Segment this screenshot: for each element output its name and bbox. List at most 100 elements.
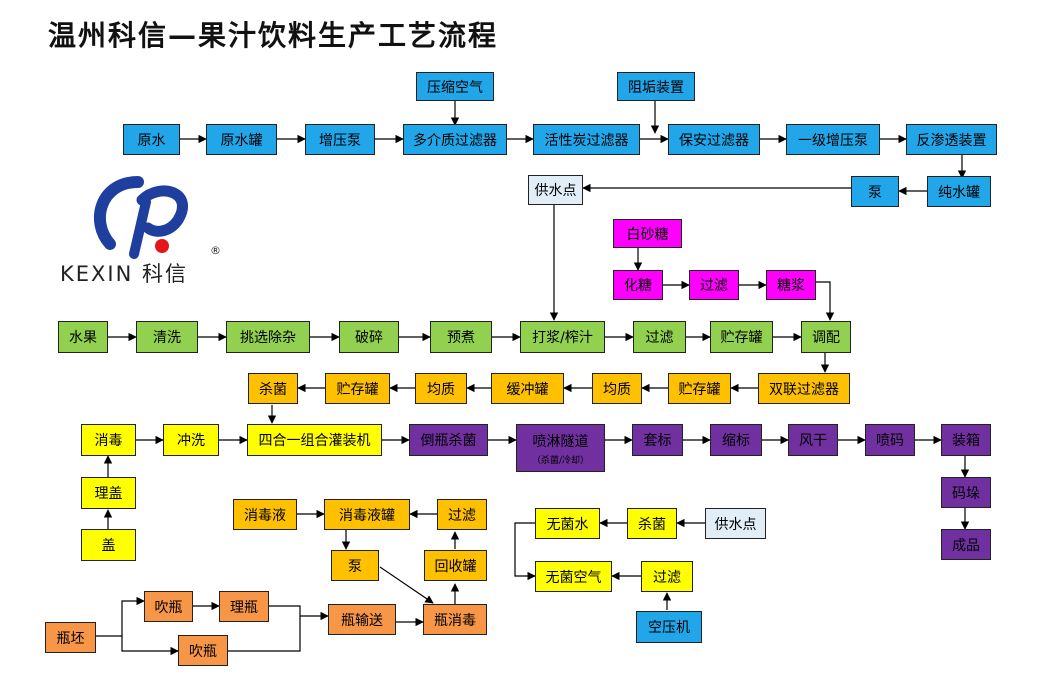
node-label: 瓶输送 — [341, 612, 383, 629]
node-shuiguo: 水果 — [58, 321, 108, 353]
node-label: 保安过滤器 — [679, 132, 749, 149]
node-xiaoduyeguan: 消毒液罐 — [324, 499, 410, 530]
node-label: 压缩空气 — [427, 79, 483, 96]
node-posui: 破碎 — [339, 321, 399, 353]
node-fanshentou: 反渗透装置 — [906, 124, 997, 155]
node-huanchong: 缓冲罐 — [491, 373, 564, 404]
node-label: 供水点 — [534, 183, 577, 199]
node-label: 喷码 — [876, 433, 904, 449]
node-shuanglian: 双联过滤器 — [758, 373, 850, 404]
node-chunshuiguan: 纯水罐 — [927, 176, 991, 207]
node-label: 无菌空气 — [545, 569, 602, 586]
node-fenggan: 风干 — [788, 424, 838, 456]
node-label: 风干 — [799, 433, 827, 449]
node-label: 糖浆 — [777, 278, 805, 294]
node-zhucun2: 贮存罐 — [668, 373, 731, 404]
node-label: 贮存罐 — [720, 330, 763, 346]
node-tiaopei: 调配 — [801, 321, 851, 353]
node-zengyabeng: 增压泵 — [305, 124, 375, 155]
node-label: 泵 — [868, 184, 882, 201]
node-label: 预煮 — [447, 330, 475, 346]
arrow-liping-shusong — [269, 605, 329, 621]
node-label: 消毒 — [94, 433, 123, 449]
node-wujunkongqi: 无菌空气 — [535, 561, 612, 592]
node-yuanshui: 原水 — [123, 124, 180, 155]
node-daoping: 倒瓶杀菌 — [409, 424, 488, 456]
node-zhucun3: 贮存罐 — [325, 373, 390, 404]
node-label: 挑选除杂 — [240, 330, 296, 346]
node-label: 倒瓶杀菌 — [420, 433, 477, 449]
node-label: 白砂糖 — [626, 226, 669, 243]
node-label: 无菌水 — [546, 516, 589, 533]
node-beng1: 泵 — [851, 176, 899, 207]
node-wujunshui: 无菌水 — [535, 508, 600, 539]
node-label: 活性炭过滤器 — [544, 132, 629, 149]
node-junzhi2: 均质 — [415, 373, 467, 404]
node-pingxiaodu: 瓶消毒 — [423, 604, 487, 635]
node-suobiao: 缩标 — [710, 424, 762, 456]
node-label: 回收罐 — [434, 558, 477, 575]
node-label: 过滤 — [645, 330, 674, 346]
node-label: 冲洗 — [177, 433, 205, 449]
node-penlin-sub: （杀菌/冷却） — [531, 455, 590, 466]
node-chuiping2: 吹瓶 — [178, 635, 228, 666]
node-chengpin: 成品 — [941, 529, 991, 560]
node-huoxingtan: 活性炭过滤器 — [533, 124, 640, 155]
node-label: 原水 — [137, 132, 166, 149]
node-label: 清洗 — [153, 330, 181, 346]
node-gai: 盖 — [81, 529, 136, 561]
node-label: 均质 — [427, 381, 455, 398]
node-label: 缓冲罐 — [506, 381, 549, 398]
node-label: 化糖 — [624, 278, 652, 294]
node-penma: 喷码 — [865, 424, 915, 456]
node-gongshuidian1: 供水点 — [528, 175, 583, 205]
node-label: 均质 — [603, 381, 631, 398]
node-label: 瓶消毒 — [434, 612, 476, 629]
node-liping: 理瓶 — [219, 591, 269, 622]
node-label: 杀菌 — [259, 381, 287, 398]
node-label: 多介质过滤器 — [413, 132, 497, 149]
node-label: 套标 — [643, 433, 672, 449]
node-label: 纯水罐 — [938, 184, 980, 201]
node-shajun1: 杀菌 — [248, 373, 298, 404]
node-label: 过滤 — [653, 569, 681, 586]
node-label: 供水点 — [714, 516, 757, 533]
node-taobiao: 套标 — [632, 424, 683, 456]
node-pingpi: 瓶坯 — [45, 622, 96, 653]
node-label: 调配 — [812, 330, 840, 346]
node-guolv1: 过滤 — [633, 321, 686, 353]
logo-brand-text: KEXIN 科信 — [60, 262, 189, 286]
node-label: 阻垢装置 — [628, 79, 684, 96]
node-label: 理盖 — [94, 486, 123, 502]
node-maduo: 码垛 — [941, 477, 991, 508]
node-label: 反渗透装置 — [916, 132, 987, 149]
node-yuanshuiguan: 原水罐 — [206, 124, 277, 155]
node-tiaoxuan: 挑选除杂 — [226, 321, 310, 353]
kexin-logo — [93, 176, 188, 259]
node-shajun2: 杀菌 — [627, 508, 677, 539]
node-label: 码垛 — [952, 485, 980, 502]
node-ligai: 理盖 — [81, 477, 136, 509]
node-label: 消毒液罐 — [339, 507, 395, 524]
node-label: 破碎 — [355, 330, 383, 346]
node-junzhi1: 均质 — [592, 373, 642, 404]
node-label: 喷淋隧道 — [532, 433, 589, 450]
registered-mark: ® — [210, 244, 221, 257]
node-zugou: 阻垢装置 — [617, 72, 695, 101]
node-label: 盖 — [101, 538, 116, 554]
node-sihe: 四合一组合灌装机 — [247, 424, 382, 456]
node-label: 瓶坯 — [56, 630, 85, 647]
node-label: 过滤 — [448, 507, 476, 524]
arrow-pingpi-split — [96, 596, 145, 637]
node-yasuokongqi: 压缩空气 — [416, 72, 494, 101]
node-xiaodu1: 消毒 — [81, 424, 136, 456]
node-label: 增压泵 — [319, 132, 361, 149]
node-duojiezhi: 多介质过滤器 — [403, 124, 507, 155]
node-chuiping1: 吹瓶 — [144, 591, 193, 622]
node-label: 四合一组合灌装机 — [258, 433, 371, 449]
node-guolv-tang: 过滤 — [689, 270, 739, 300]
node-label: 水果 — [69, 330, 97, 346]
node-label: 泵 — [348, 558, 362, 575]
node-guolv-xd: 过滤 — [437, 499, 487, 530]
